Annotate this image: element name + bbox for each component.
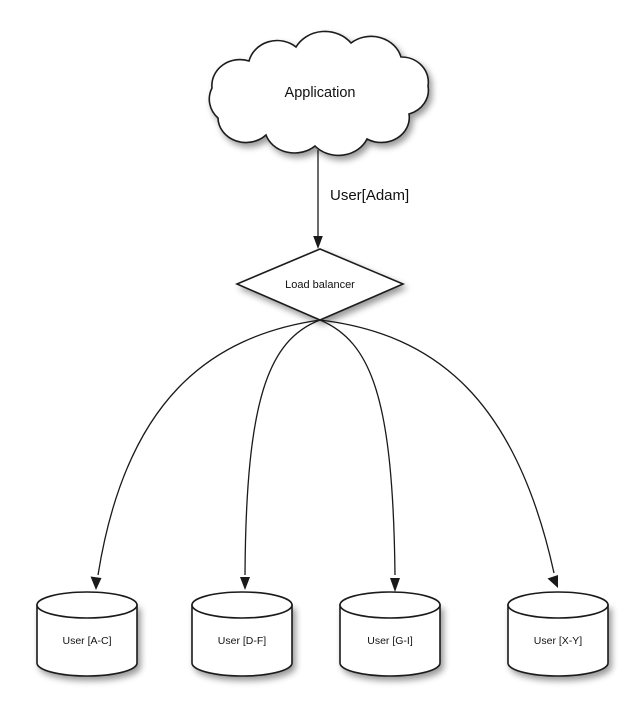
cylinder-top-g-i [339, 591, 441, 619]
load-balancer-label: Load balancer [285, 279, 355, 291]
edge-load-balancer-to-shard-a-c [90, 319, 321, 590]
shard-cylinder-x-y[interactable]: User [X-Y] [507, 591, 609, 677]
shard-cylinder-g-i[interactable]: User [G-I] [339, 591, 441, 677]
shard-label-a-c: User [A-C] [62, 635, 111, 647]
shard-label-g-i: User [G-I] [367, 635, 413, 647]
edge-load-balancer-to-shard-g-i [319, 319, 400, 592]
arrow-head-shard-a-c [90, 576, 102, 590]
arrow-head-shard-d-f [240, 577, 250, 590]
edge-curve-a-c [97, 319, 321, 576]
arrow-head-shard-x-y [547, 575, 558, 588]
application-label: Application [285, 85, 356, 101]
shard-cylinder-a-c[interactable]: User [A-C] [36, 591, 138, 677]
edge-load-balancer-to-shard-d-f [240, 319, 321, 590]
cylinder-body-g-i [339, 604, 441, 677]
cylinder-top-d-f [191, 591, 293, 619]
arrow-head-to-load-balancer [313, 236, 323, 249]
edge-curve-g-i [319, 319, 396, 576]
cloud-shape [208, 30, 430, 157]
shard-label-x-y: User [X-Y] [534, 635, 583, 647]
edge-application-to-load-balancer: User[Adam] [313, 150, 409, 249]
edge-load-balancer-to-shard-x-y [319, 319, 558, 588]
shard-cylinder-d-f[interactable]: User [D-F] [191, 591, 293, 677]
load-balancer-node[interactable]: Load balancer [234, 248, 406, 321]
cylinder-body-x-y [507, 604, 609, 677]
edge-label-user-adam: User[Adam] [330, 187, 409, 204]
application-cloud-node[interactable]: Application [208, 30, 430, 157]
edge-curve-x-y [319, 319, 555, 574]
shard-label-d-f: User [D-F] [218, 635, 266, 647]
cylinder-body-a-c [36, 604, 138, 677]
edge-curve-d-f [244, 319, 321, 576]
cylinder-top-a-c [36, 591, 138, 619]
cylinder-body-d-f [191, 604, 293, 677]
arrow-head-shard-g-i [390, 578, 400, 592]
cylinder-top-x-y [507, 591, 609, 619]
